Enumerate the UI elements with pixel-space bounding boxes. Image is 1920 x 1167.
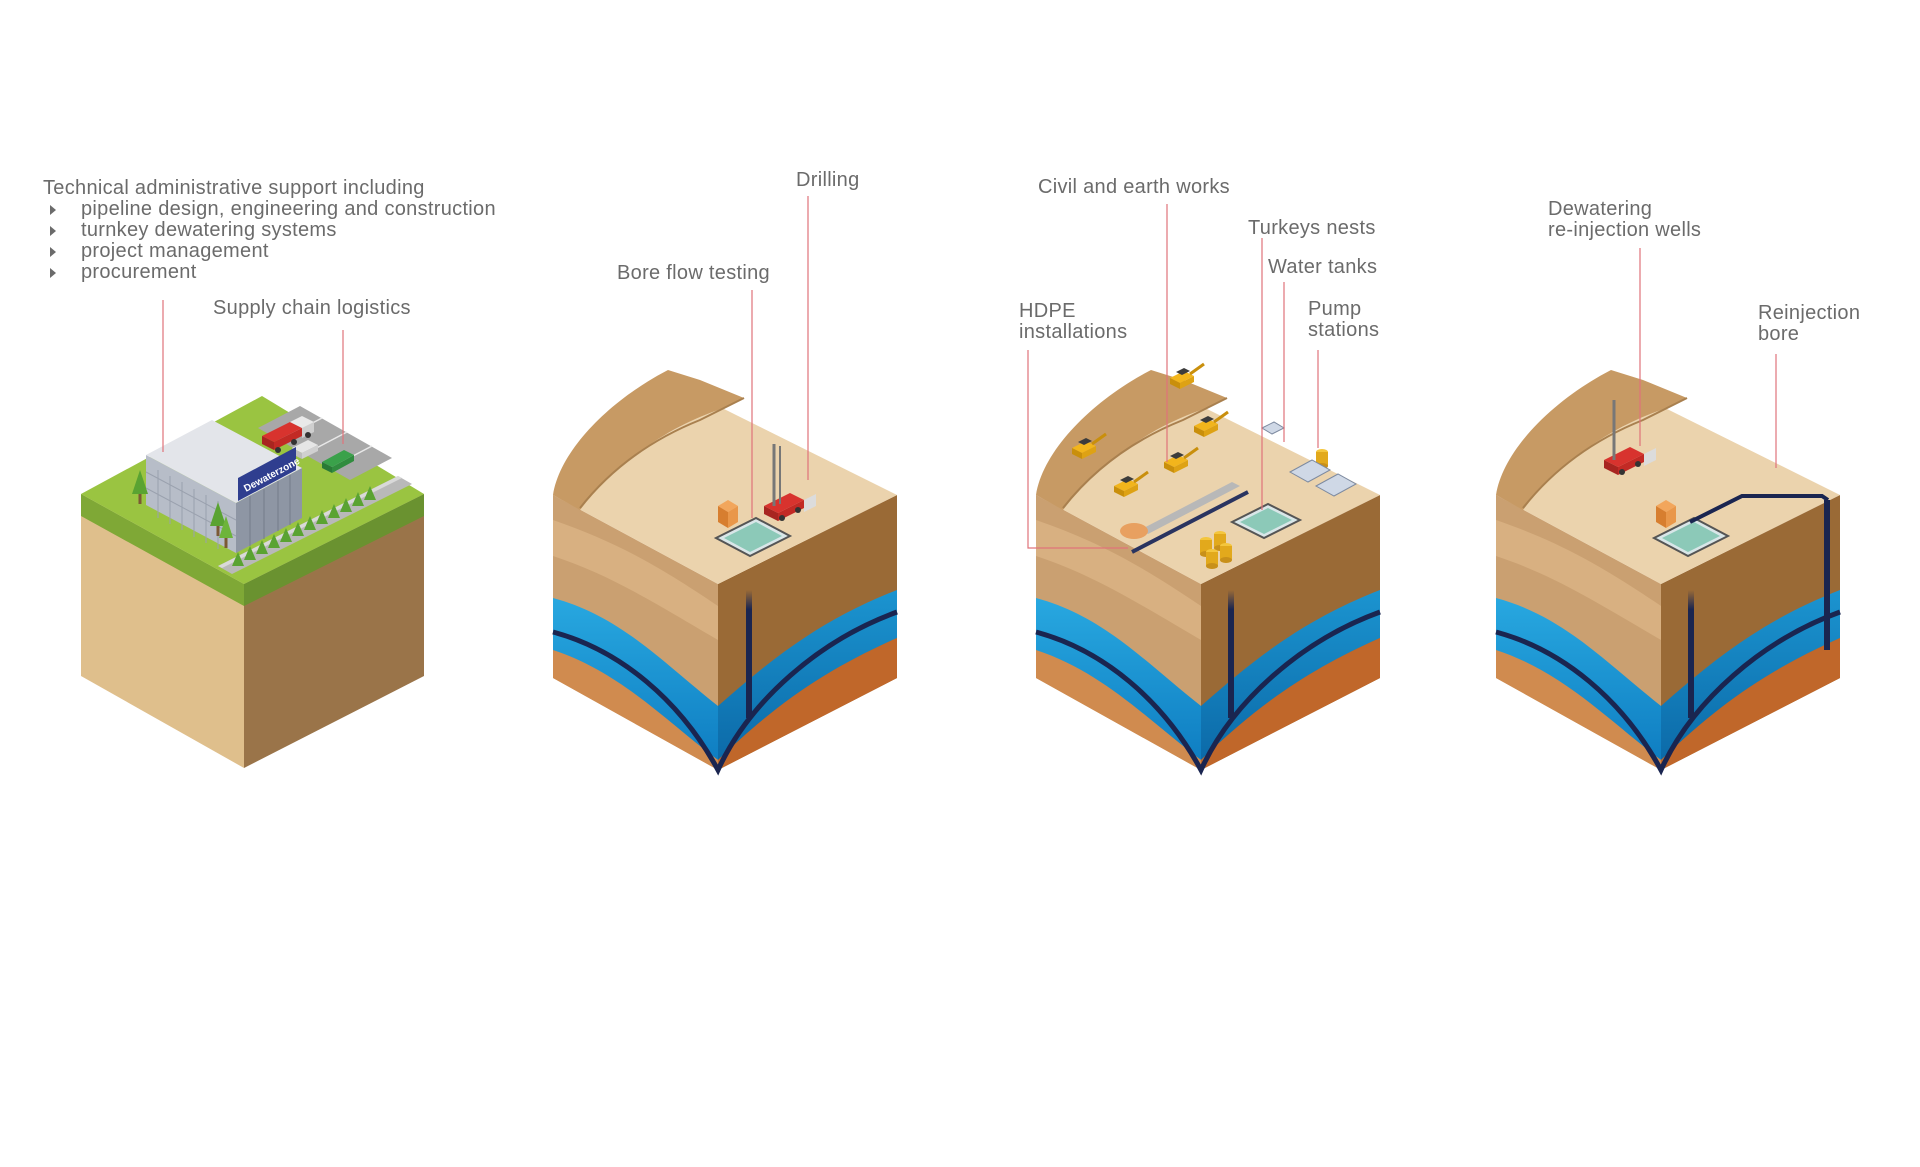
drill-truck-icon	[764, 444, 816, 521]
civil-works-label: Civil and earth works	[1038, 176, 1230, 198]
hedge-row	[232, 486, 376, 566]
cube3-well-pipe	[1228, 590, 1234, 718]
reinjection-surface-pipe	[1689, 494, 1830, 524]
support-item: procurement	[43, 262, 496, 283]
water-tanks-label: Water tanks	[1268, 256, 1378, 278]
pipe-trench	[1140, 482, 1240, 534]
cube1-grass-left-edge	[81, 494, 244, 606]
support-item: pipeline design, engineering and constru…	[43, 199, 496, 220]
pump-stations-label: Pump stations	[1308, 299, 1379, 341]
green-truck-icon	[322, 450, 354, 473]
turkeys-nests-label: Turkeys nests	[1248, 217, 1376, 239]
cube4-reinjection-pipe	[1824, 500, 1830, 650]
leader-hdpe	[1027, 350, 1128, 549]
dewatering-label: Dewatering re-injection wells	[1548, 199, 1701, 241]
cube2-stratum-left-1	[553, 520, 718, 640]
cube2-water-left	[553, 598, 718, 760]
hdpe-pipe	[1131, 490, 1249, 554]
cube-office-logistics: Dewaterzone	[81, 396, 424, 768]
pump-line-2: stations	[1308, 319, 1380, 341]
cube2-orange-left	[553, 650, 718, 770]
support-item: turnkey dewatering systems	[43, 220, 496, 241]
office-building: Dewaterzone	[145, 420, 302, 553]
reinjection-truck-icon	[1604, 400, 1656, 475]
hdpe-line-1: HDPE	[1019, 300, 1076, 322]
supply-chain-label: Supply chain logistics	[213, 297, 411, 319]
support-title: Technical administrative support includi…	[43, 177, 425, 199]
cube4-aquifer-line	[1495, 609, 1841, 776]
reinjection-label: Reinjection bore	[1758, 303, 1860, 345]
leader-lines	[162, 196, 1777, 549]
pump-station-icons	[1260, 421, 1358, 497]
cube4-well-pipe	[1688, 590, 1694, 718]
cube-reinjection	[1495, 370, 1841, 776]
dewatering-line-1: Dewatering	[1548, 198, 1653, 220]
cube2-hill	[553, 370, 744, 510]
reinjection-line-1: Reinjection	[1758, 302, 1861, 324]
support-list: pipeline design, engineering and constru…	[43, 199, 496, 283]
cube3-aquifer-line	[1035, 609, 1381, 776]
cube1-grass-right-edge	[244, 494, 424, 606]
reinjection-shed-icon	[1656, 500, 1676, 528]
control-shed-icon	[718, 500, 738, 528]
tree-icons	[132, 470, 233, 548]
support-item: project management	[43, 241, 496, 262]
cube-civil-works	[1035, 362, 1381, 776]
road	[218, 476, 412, 574]
dewatering-line-2: re-injection wells	[1548, 219, 1702, 241]
drilling-label: Drilling	[796, 169, 860, 191]
digger-icon-5	[1168, 362, 1206, 391]
support-label: Technical administrative support includi…	[43, 178, 496, 283]
cube2-well-pipe	[746, 590, 752, 718]
hdpe-line-2: installations	[1019, 321, 1128, 343]
sand-pile	[1120, 523, 1148, 539]
hdpe-label: HDPE installations	[1019, 301, 1127, 343]
pump-line-1: Pump	[1308, 298, 1362, 320]
reinjection-line-2: bore	[1758, 323, 1800, 345]
cube-drilling	[552, 370, 898, 776]
bore-flow-label: Bore flow testing	[617, 262, 770, 284]
cube2-aquifer-line	[552, 609, 898, 776]
cube2-orange-right	[718, 638, 897, 770]
